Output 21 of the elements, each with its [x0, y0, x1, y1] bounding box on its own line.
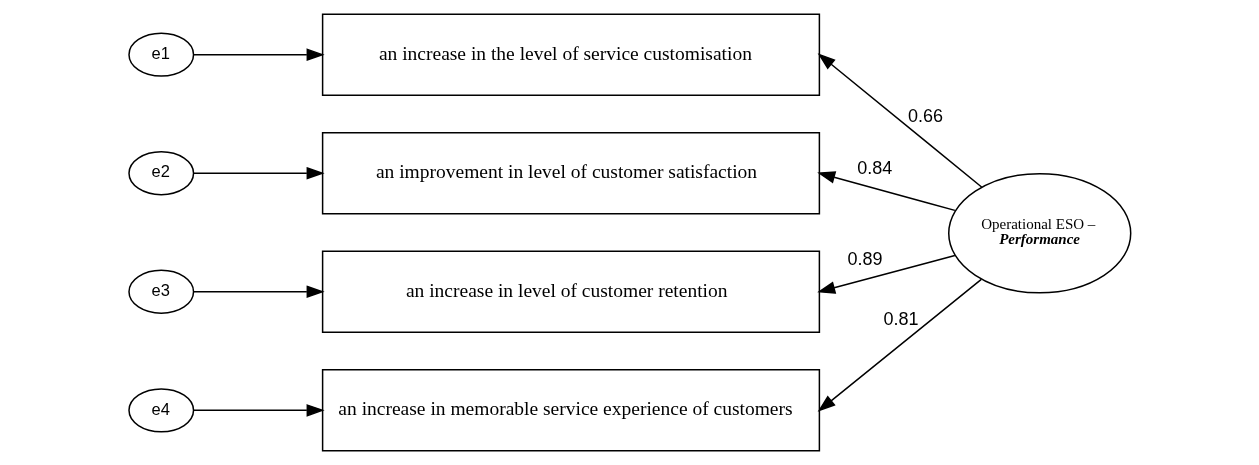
- arrow: [192, 166, 325, 180]
- arrow: [192, 48, 325, 61]
- arrow: [817, 278, 982, 412]
- arrow: [192, 404, 325, 417]
- arrow: [816, 171, 956, 212]
- node-ellipse: Operational ESO – Performance: [947, 172, 1131, 294]
- arrow: [817, 53, 983, 188]
- node-box: an increase in the level of service customisation: [321, 13, 820, 96]
- arrow: [816, 254, 956, 294]
- node-box: an improvement in level of customer satisfaction: [321, 131, 820, 215]
- node-ellipse: e4: [127, 388, 194, 433]
- node-ellipse: e3: [127, 269, 194, 314]
- edge-label: 0.66: [907, 105, 943, 126]
- node-ellipse: e2: [127, 151, 194, 196]
- node-box: an increase in level of customer retention: [321, 250, 820, 334]
- edge-label: 0.89: [846, 248, 882, 269]
- edge-label: 0.81: [883, 308, 919, 329]
- edge-label: 0.84: [856, 157, 892, 178]
- node-box: an increase in memorable service experience of customers: [321, 369, 820, 452]
- arrow: [192, 285, 325, 299]
- node-ellipse: e1: [127, 32, 194, 77]
